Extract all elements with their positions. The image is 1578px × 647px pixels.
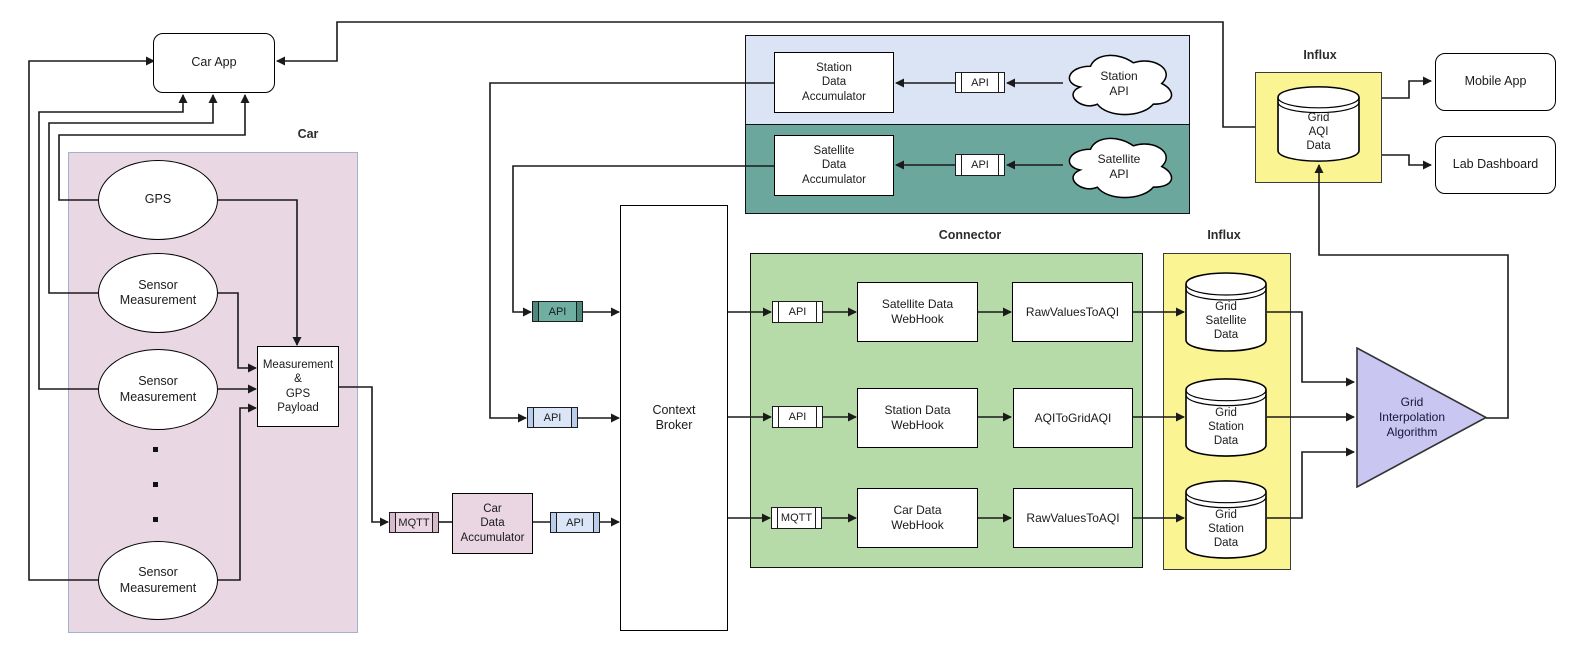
lab-dashboard-node: Lab Dashboard <box>1435 136 1556 194</box>
pipe-cap <box>816 302 822 322</box>
sensor-measurement-node: Sensor Measurement <box>98 541 218 620</box>
pipe-cap <box>772 508 778 528</box>
cloud-label: Satellite API <box>1097 152 1141 181</box>
db-label: Grid Station Data <box>1208 509 1244 550</box>
mobile-app-node: Mobile App <box>1435 53 1556 111</box>
car-data-accumulator-node: Car Data Accumulator <box>452 493 533 554</box>
pipe-cap <box>998 155 1004 175</box>
api-pipe-row1: API <box>772 301 823 323</box>
api-pipe-row2: API <box>772 406 823 428</box>
pipe-cap <box>816 407 822 427</box>
api-pipe-station-in: API <box>527 407 578 428</box>
measurement-gps-payload-node: Measurement & GPS Payload <box>257 346 339 427</box>
gps-node: GPS <box>98 160 218 240</box>
api-pipe-station-band: API <box>955 72 1005 93</box>
grid-station-data-db: Grid Station Data <box>1185 479 1267 560</box>
pipe-cap <box>593 513 599 532</box>
grid-aqi-data-db: Grid AQI Data <box>1277 85 1360 163</box>
pipe-cap <box>815 508 821 528</box>
pipe-cap <box>551 513 557 532</box>
pipe-cap <box>390 513 396 532</box>
pipe-cap <box>773 407 779 427</box>
pipe-cap <box>533 302 539 321</box>
db-label: Grid Satellite Data <box>1205 301 1247 342</box>
satellite-data-webhook-node: Satellite Data WebHook <box>857 282 978 342</box>
grid-station-data-db: Grid Station Data <box>1185 377 1267 458</box>
grid-satellite-data-db: Grid Satellite Data <box>1185 271 1267 353</box>
mqtt-pipe-row3: MQTT <box>771 507 822 529</box>
api-pipe-satellite-in: API <box>532 301 583 322</box>
grid-interpolation-label: Grid Interpolation Algorithm <box>1378 395 1446 439</box>
pipe-cap <box>576 302 582 321</box>
ellipsis-dot <box>153 447 158 452</box>
car-data-webhook-node: Car Data WebHook <box>857 488 978 548</box>
context-broker-node: Context Broker <box>620 205 728 631</box>
edge-gridaqi-to-mobile <box>1382 76 1432 99</box>
pipe-cap <box>773 302 779 322</box>
car-app-node: Car App <box>153 33 275 93</box>
db-label: Grid Station Data <box>1208 407 1244 448</box>
db-label: Grid AQI Data <box>1306 112 1331 153</box>
sensor-measurement-node: Sensor Measurement <box>98 349 218 430</box>
api-pipe-satellite-band: API <box>955 154 1005 176</box>
grid-interpolation-triangle <box>1356 347 1487 488</box>
pipe-cap <box>998 73 1004 92</box>
influx-mid-label: Influx <box>1207 228 1241 242</box>
station-data-accumulator-node: Station Data Accumulator <box>774 52 894 113</box>
connector-region-label: Connector <box>938 228 1002 242</box>
pipe-cap <box>571 408 577 427</box>
satellite-api-cloud: Satellite API <box>1062 132 1176 201</box>
mqtt-pipe-car: MQTT <box>389 512 439 533</box>
raw-values-to-aqi-node: RawValuesToAQI <box>1013 488 1133 548</box>
ellipsis-dot <box>153 482 158 487</box>
aqi-to-grid-aqi-node: AQIToGridAQI <box>1013 388 1133 448</box>
ellipsis-dot <box>153 517 158 522</box>
station-api-cloud: Station API <box>1062 49 1176 118</box>
station-data-webhook-node: Station Data WebHook <box>857 388 978 448</box>
influx-top-label: Influx <box>1303 48 1337 62</box>
pipe-cap <box>432 513 438 532</box>
pipe-cap <box>528 408 534 427</box>
sensor-measurement-node: Sensor Measurement <box>98 253 218 333</box>
raw-values-to-aqi-node: RawValuesToAQI <box>1012 282 1133 342</box>
api-pipe-car: API <box>550 512 600 533</box>
pipe-cap <box>956 155 962 175</box>
car-region-label: Car <box>297 127 319 141</box>
satellite-data-accumulator-node: Satellite Data Accumulator <box>774 135 894 196</box>
cloud-label: Station API <box>1100 69 1138 98</box>
edge-gridaqi-to-lab <box>1382 154 1432 170</box>
pipe-cap <box>956 73 962 92</box>
